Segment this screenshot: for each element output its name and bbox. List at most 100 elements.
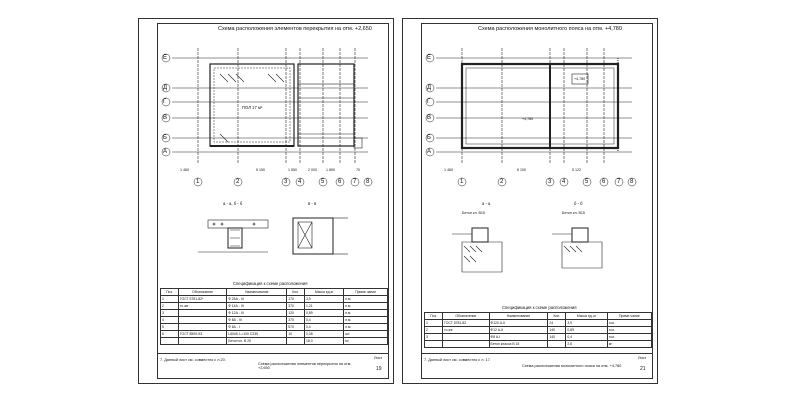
spec-cell: 3 [160, 309, 179, 317]
spec-cell: 140 [547, 333, 567, 341]
title-block: 7. Данный лист см. совместно с л.20. Схе… [158, 353, 388, 378]
section-label: а - а [482, 201, 491, 206]
concrete-class: Бетон кл. В15 [462, 211, 485, 215]
spec-cell [442, 340, 490, 348]
dimension: 6 100 [517, 168, 526, 172]
spec-cell: м³ [606, 340, 653, 348]
axis-col-label: 8 [630, 179, 634, 185]
sheet-frame: Схема расположения монолитного пояса на … [421, 23, 653, 379]
spec-cell: п.м. [606, 333, 653, 341]
spec-header: Наименование [488, 312, 549, 320]
axis-row-label: А [163, 149, 168, 155]
axis-col-label: 2 [500, 179, 504, 185]
axis-row-label: В [163, 115, 168, 121]
drawing-sheet-left: Схема расположения элементов перекрытия … [138, 18, 394, 384]
spec-cell: Ф8 А-I [488, 333, 549, 341]
dimension: 70 [356, 168, 360, 172]
floor-plan [161, 48, 373, 187]
axis-row-label: А [427, 149, 432, 155]
spec-cell: 6 [160, 330, 179, 338]
axis-row-label: Д [163, 85, 168, 91]
section-details [198, 217, 348, 255]
spec-header: Приме-чание [343, 288, 388, 296]
spec-title: Спецификация к схеме расположения [502, 305, 577, 310]
spec-cell [547, 340, 567, 348]
spec-header: Приме-чание [606, 312, 653, 320]
axis-col-label: 3 [284, 179, 288, 185]
spec-cell: 18,0 [303, 337, 345, 345]
spec-header: Обозначение [442, 312, 490, 320]
spec-cell: 10 [286, 330, 305, 338]
sheet-note: 7. Данный лист см. совместно с л. 17. [424, 358, 491, 362]
spec-header: Обозначение [177, 288, 228, 296]
belt-plan [425, 48, 637, 187]
axis-row-label: В [427, 115, 432, 121]
sheet-frame: Схема расположения элементов перекрытия … [157, 23, 389, 379]
elevation-mark: +4,780 [574, 77, 586, 81]
belt-sections [452, 227, 603, 273]
spec-cell: м³ [343, 337, 388, 345]
axis-row-label: Е [163, 55, 168, 61]
sheet-note: 7. Данный лист см. совместно с л.20. [160, 358, 226, 362]
spec-cell: п.м. [343, 302, 388, 310]
axis-col-label: 7 [617, 179, 621, 185]
axis-col-label: 1 [196, 179, 200, 185]
spec-cell: п.м. [606, 319, 653, 327]
elevation-mark: +4,780 [522, 117, 534, 121]
spec-cell: п.м. [343, 309, 388, 317]
spec-cell: 4 [160, 316, 179, 324]
spec-cell: 0,89 [565, 326, 608, 334]
spec-table: Поз. Обозначение Наименование Кол. Масса… [423, 312, 653, 348]
spec-cell: 24 [547, 319, 567, 327]
section-label: а - а, б - б [223, 201, 243, 206]
axis-col-label: 6 [602, 179, 606, 185]
spec-cell: 1 [423, 319, 444, 327]
spec-cell: 0,38 [303, 330, 345, 338]
axis-col-label: 6 [338, 179, 342, 185]
spec-header: Поз. [160, 288, 179, 296]
room-label: ПОЛ 17 м² [242, 105, 263, 110]
spec-cell: Ф 12А - III [226, 309, 288, 317]
sheet-label: Лист [638, 356, 647, 360]
spec-table: Поз. Обозначение Наименование Кол. Масса… [160, 288, 388, 345]
title-block: 7. Данный лист см. совместно с л. 17. Сх… [422, 353, 652, 378]
spec-cell: Ф 8А - III [226, 316, 288, 324]
section-label: в - в [308, 201, 317, 206]
spec-cell [177, 309, 228, 317]
spec-cell: 0,4 [565, 333, 608, 341]
spec-header: Кол. [286, 288, 305, 296]
spec-title: Спецификация к схеме расположения [233, 281, 308, 286]
axis-col-label: 8 [366, 179, 370, 185]
spec-cell: п.м. [343, 323, 388, 331]
spec-cell: 370 [286, 302, 305, 310]
spec-cell: L50х5; L=100 С235 [226, 330, 288, 338]
spec-header: Масса ед.кг [303, 288, 345, 296]
dimension: 5 150 [256, 168, 265, 172]
dimension: 2 000 [308, 168, 317, 172]
spec-cell: п.м. [343, 316, 388, 324]
plan-title: Схема расположения монолитного пояса на … [478, 26, 622, 32]
axis-row-label: Г [427, 99, 431, 105]
drawing-sheet-right: Схема расположения монолитного пояса на … [402, 18, 658, 384]
spec-cell: 370 [286, 316, 305, 324]
spec-cell: 3,9 [303, 295, 345, 303]
axis-row-label: Б [163, 135, 167, 141]
spec-cell: п.м. [343, 295, 388, 303]
spec-header: Масса ед.,кг [565, 312, 608, 320]
spec-cell: 3 [423, 333, 444, 341]
spec-cell: Ф 6А - I [226, 323, 288, 331]
sheet-label: Лист [374, 356, 383, 360]
spec-cell: 170 [286, 295, 305, 303]
spec-cell: 570 [286, 323, 305, 331]
spec-cell: Ф 25А - III [226, 295, 288, 303]
spec-cell: 5 [160, 323, 179, 331]
spec-cell: 1,21 [303, 302, 345, 310]
spec-cell: 2 [423, 326, 444, 334]
